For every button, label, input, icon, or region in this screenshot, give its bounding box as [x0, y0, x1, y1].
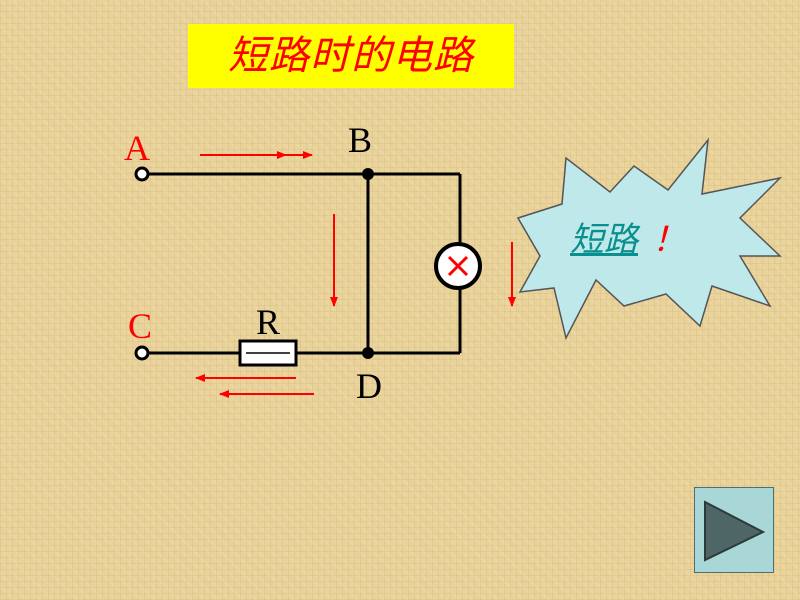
current-arrows [195, 151, 516, 398]
label-d: D [356, 366, 382, 406]
junction-d [362, 347, 374, 359]
lamp-icon [434, 242, 482, 290]
label-a: A [124, 128, 150, 168]
short-circuit-burst [516, 137, 783, 341]
circuit-wires [148, 172, 462, 355]
junction-b [362, 168, 374, 180]
terminal-c [134, 345, 150, 361]
terminal-a [134, 166, 150, 182]
label-b: B [348, 120, 372, 160]
burst-exclaim: ！ [652, 220, 686, 260]
label-resistor: R [256, 302, 280, 342]
label-c: C [128, 306, 152, 346]
burst-label: 短路 ！ [570, 214, 686, 266]
next-slide-button[interactable] [694, 487, 774, 573]
short-circuit-link[interactable]: 短路 [570, 220, 638, 260]
play-triangle-icon [704, 500, 766, 562]
slide-title: 短路时的电路 [188, 24, 514, 88]
